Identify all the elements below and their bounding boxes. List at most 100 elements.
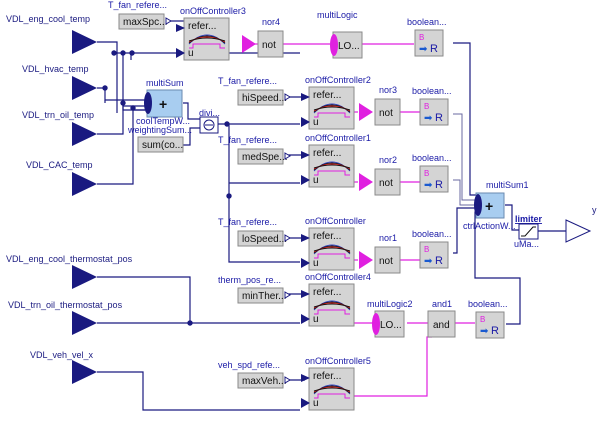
- hysteresis-curve-icon: [188, 37, 226, 42]
- input-triangle-icon: [72, 172, 97, 196]
- ref-input-icon: [301, 290, 310, 298]
- division-block[interactable]: divi...: [199, 108, 220, 134]
- input-port[interactable]: VDL_hvac_temp: [22, 64, 97, 100]
- multi-sum-label: multiSum: [146, 78, 184, 88]
- controller-ref-label: refer...: [313, 371, 341, 382]
- multi-logic2-label: multiLogic2: [367, 299, 413, 309]
- boolean-to-real-block[interactable]: boolean...B➡R: [407, 17, 447, 57]
- multi-sum-input-icon: [144, 92, 152, 114]
- multi-sum1-input-icon: [474, 194, 482, 216]
- input-triangle-icon: [72, 76, 97, 100]
- input-triangle-icon: [72, 360, 97, 384]
- input-triangle-icon: [72, 122, 97, 146]
- hysteresis-step-icon: [314, 170, 350, 176]
- input-port-label: VDL_eng_cool_thermostat_pos: [6, 254, 133, 264]
- ref-input-icon: [301, 374, 310, 382]
- constant-value: loSpeed...: [242, 234, 287, 245]
- controller-name: onOffController2: [305, 75, 371, 85]
- junction-dot: [120, 50, 126, 56]
- constant-name: T_fan_refere...: [218, 217, 277, 227]
- multi-sum1-sublabel: ctrlActionW...: [463, 221, 516, 231]
- multi-sum1-block[interactable]: multiSum1 + ctrlActionW...: [463, 180, 529, 231]
- multi-sum-block[interactable]: multiSum + coolTempW...: [136, 78, 190, 126]
- output-port-icon: [284, 291, 291, 299]
- output-port-y[interactable]: y: [565, 205, 597, 243]
- constant-value: maxVeh...: [242, 376, 286, 387]
- controller-ref-label: refer...: [313, 90, 341, 101]
- controller-u-label: u: [313, 175, 319, 186]
- boolean-to-real-block[interactable]: boolean...B➡R: [468, 299, 508, 339]
- junction-dot: [187, 320, 193, 326]
- constant-name: T_fan_refere...: [218, 135, 277, 145]
- constant-name: veh_spd_refe...: [218, 360, 280, 370]
- constant-value: minTher...: [242, 291, 286, 302]
- arrow-right-icon: ➡: [480, 326, 489, 337]
- input-port[interactable]: VDL_veh_vel_x: [30, 350, 97, 384]
- controller-name: onOffController5: [305, 356, 371, 366]
- not-text: not: [379, 256, 393, 267]
- limiter-label: limiter: [515, 214, 543, 224]
- constant-block[interactable]: T_fan_refere... loSpeed...: [218, 217, 291, 247]
- limiter-block[interactable]: limiter uMa...: [514, 214, 543, 249]
- junction-dot: [102, 85, 108, 91]
- boolean-name: boolean...: [468, 299, 508, 309]
- boolean-to-real-block[interactable]: boolean...B➡R: [412, 153, 452, 193]
- hysteresis-curve-icon: [313, 106, 351, 111]
- hysteresis-curve-icon: [313, 247, 351, 252]
- boolean-input-icon: [359, 103, 373, 121]
- output-port-icon: [284, 152, 291, 160]
- input-port[interactable]: VDL_eng_cool_thermostat_pos: [6, 254, 133, 289]
- boolean-name: boolean...: [412, 153, 452, 163]
- constant-block[interactable]: T_fan_refere...hiSpeed...: [218, 76, 291, 106]
- u-input-icon: [176, 48, 185, 58]
- controller-name: onOffController: [305, 216, 366, 226]
- weighting-sum-label: weightingSum...: [127, 125, 192, 135]
- not-name: nor2: [379, 155, 397, 165]
- constant-block[interactable]: therm_pos_re... minTher...: [218, 275, 291, 304]
- boolean-to-real-block[interactable]: boolean...B➡R: [412, 229, 452, 269]
- input-port-label: VDL_hvac_temp: [22, 64, 89, 74]
- boolean-to-real-block[interactable]: boolean...B➡R: [412, 86, 452, 126]
- limiter-sublabel: uMa...: [514, 239, 539, 249]
- arrow-right-icon: ➡: [424, 180, 433, 191]
- multi-sum1-label: multiSum1: [486, 180, 529, 190]
- ref-input-icon: [301, 93, 310, 101]
- multi-logic-label: multiLogic: [317, 10, 358, 20]
- input-port[interactable]: VDL_trn_oil_thermostat_pos: [8, 300, 123, 335]
- constant-block[interactable]: T_fan_refere...maxSpc...: [108, 0, 172, 30]
- constant-blocks: T_fan_refere...maxSpc...T_fan_refere...h…: [108, 0, 291, 389]
- plus-icon: +: [159, 96, 167, 112]
- weighting-sum-value: sum(co...: [142, 140, 183, 151]
- junctions: [102, 50, 232, 326]
- multi-logic2-block[interactable]: multiLogic2 LO...: [367, 299, 413, 338]
- boolean-to-real-blocks: boolean...B➡Rboolean...B➡Rboolean...B➡Rb…: [407, 17, 508, 339]
- constant-block[interactable]: T_fan_refere...medSpe...: [218, 135, 291, 165]
- input-port[interactable]: VDL_eng_cool_temp: [6, 14, 97, 54]
- and-block[interactable]: and1 and: [427, 299, 456, 338]
- boolean-b-label: B: [480, 315, 485, 324]
- input-port[interactable]: VDL_CAC_temp: [26, 160, 97, 196]
- constant-block[interactable]: veh_spd_refe... maxVeh...: [218, 360, 291, 389]
- hysteresis-curve-icon: [313, 387, 351, 392]
- weighting-sum-constant[interactable]: weightingSum... sum(co...: [127, 125, 192, 153]
- multi-logic-block[interactable]: multiLogic LO...: [317, 10, 363, 59]
- constant-value: hiSpeed...: [242, 93, 287, 104]
- constant-name: therm_pos_re...: [218, 275, 281, 285]
- junction-dot: [226, 193, 232, 199]
- input-port-label: VDL_trn_oil_thermostat_pos: [8, 300, 123, 310]
- saturation-icon: [521, 226, 536, 237]
- junction-dot: [120, 100, 126, 106]
- input-port[interactable]: VDL_trn_oil_temp: [22, 110, 97, 146]
